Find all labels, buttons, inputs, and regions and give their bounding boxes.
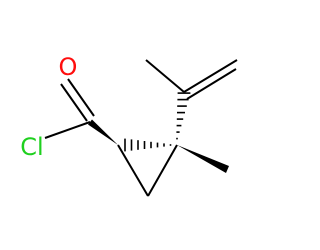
oxygen-atom-label: O — [59, 53, 78, 81]
chlorine-atom-label: Cl — [20, 133, 43, 161]
ring-bond-c1-c3 — [117, 144, 149, 197]
molecule-canvas: O Cl — [20, 53, 238, 197]
carbonyl-double-bond-b — [67, 78, 95, 117]
hashed-bond-c2-isopropenyl — [176, 92, 191, 140]
molecule-structure: O Cl — [20, 53, 238, 197]
ring-bond-c2-c3 — [147, 144, 178, 197]
wedge-bond-c2-methyl — [177, 145, 229, 173]
vinyl-double-bond-a — [183, 59, 238, 93]
acyl-chloride-bond — [44, 121, 91, 139]
isopropenyl-methyl-bond — [145, 59, 185, 93]
hashed-bond-c2-c1 — [124, 138, 172, 152]
wedge-bond-c1-carbonyl — [88, 119, 118, 145]
carbonyl-double-bond-a — [60, 83, 88, 122]
vinyl-double-bond-b — [186, 68, 237, 100]
